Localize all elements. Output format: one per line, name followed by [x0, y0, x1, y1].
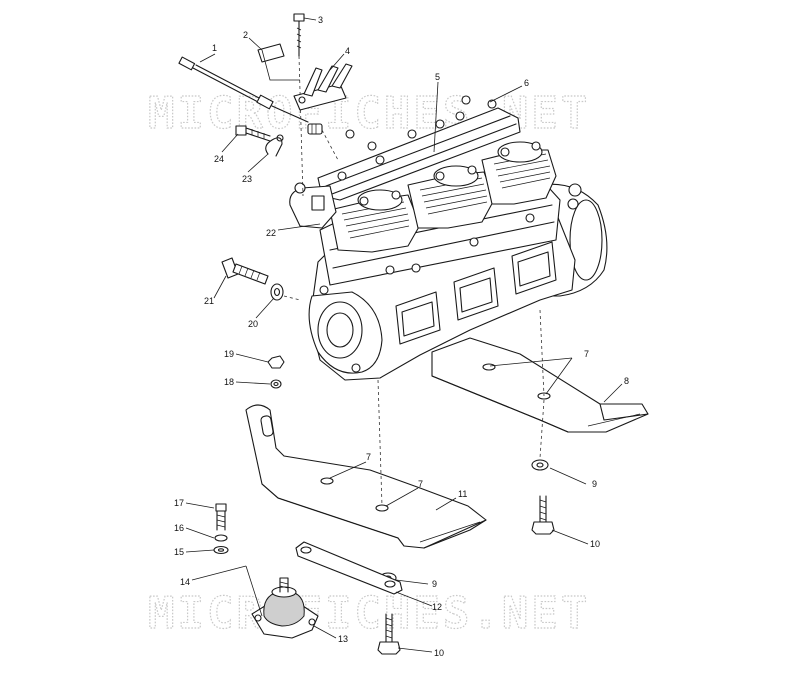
part-12-shim [295, 541, 403, 595]
callout-22: 22 [266, 228, 276, 238]
part-3-bolt [293, 13, 305, 197]
part-20-washer [270, 283, 284, 301]
callout-4: 4 [345, 46, 350, 56]
part-16-washer [214, 534, 228, 542]
callout-numbers: 1 2 3 4 5 6 7 7 7 8 9 9 10 10 11 12 13 1… [174, 15, 629, 658]
leader-lines [185, 17, 623, 653]
part-9-washer-right [531, 459, 549, 471]
callout-9-right: 9 [592, 479, 597, 489]
part-10-bolt-bottom [377, 613, 401, 655]
part-13-rubber-mount [251, 577, 319, 639]
part-2-decal [257, 43, 285, 63]
hose-fitting [307, 123, 339, 161]
callout-14: 14 [180, 577, 190, 587]
callout-20: 20 [248, 319, 258, 329]
callout-11: 11 [458, 489, 467, 499]
callout-7-right: 7 [584, 349, 589, 359]
callout-16: 16 [174, 523, 184, 533]
callout-10-bottom: 10 [434, 648, 444, 658]
part-15-washer [213, 545, 229, 555]
callout-12: 12 [432, 602, 442, 612]
callout-6: 6 [524, 78, 529, 88]
cylinder-head-2 [407, 165, 495, 229]
watermark-bottom: MICROFICHES.NET [148, 588, 590, 639]
callout-24: 24 [214, 154, 224, 164]
cylinder-head-3 [481, 141, 557, 205]
part-10-bolt-right [531, 495, 555, 535]
callout-8: 8 [624, 376, 629, 386]
reed-intake [395, 241, 557, 345]
callout-19: 19 [224, 349, 234, 359]
part-1-cable [178, 56, 309, 123]
callout-21: 21 [204, 296, 214, 306]
callout-7-center: 7 [418, 479, 423, 489]
engine-assembly [289, 95, 608, 381]
part-21-bolt [221, 257, 269, 285]
part-24-bolt [235, 125, 271, 142]
part-23-clip [265, 134, 284, 157]
callout-7-left: 7 [366, 452, 371, 462]
callout-10-right: 10 [590, 539, 600, 549]
callout-17: 17 [174, 498, 184, 508]
callout-23: 23 [242, 174, 252, 184]
callout-9-bottom: 9 [432, 579, 437, 589]
head-bolts [337, 95, 497, 181]
part-19-nut [267, 355, 285, 369]
callout-5: 5 [435, 72, 440, 82]
part-17-bolt [215, 503, 227, 531]
callout-13: 13 [338, 634, 348, 644]
watermark-top: MICROFICHES.NET [148, 88, 590, 139]
part-18-washer [270, 379, 282, 389]
part-4-bracket [293, 63, 353, 111]
callout-2: 2 [243, 30, 248, 40]
callout-3: 3 [318, 15, 323, 25]
callout-18: 18 [224, 377, 234, 387]
callout-1: 1 [212, 43, 217, 53]
cylinder-head-1 [329, 189, 421, 253]
callout-15: 15 [174, 547, 184, 557]
part-8-mount-plate [431, 337, 649, 433]
part-11-mount-plate [245, 404, 487, 549]
